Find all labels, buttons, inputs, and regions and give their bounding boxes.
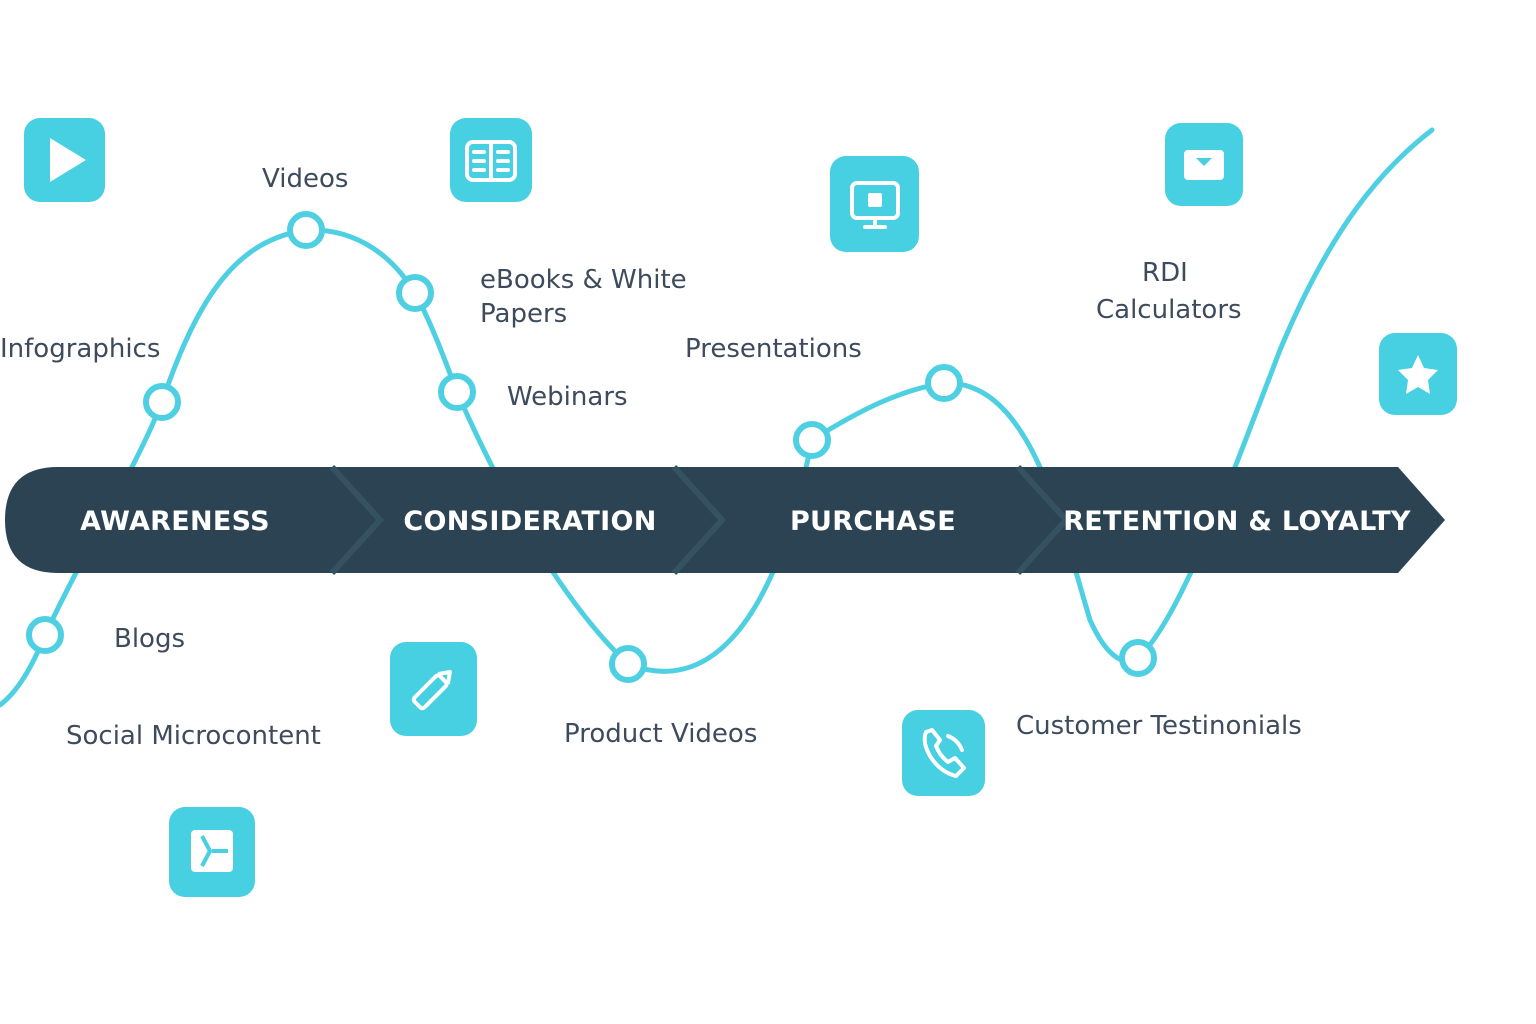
document-icon: [169, 807, 255, 897]
content-labels: Videos eBooks & White Papers Infographic…: [0, 164, 1302, 751]
stage-label-awareness: AWARENESS: [80, 506, 270, 537]
book-icon: [450, 118, 532, 202]
label-infographics: Infographics: [0, 334, 160, 364]
curve-marker: [143, 383, 181, 421]
curve-marker: [438, 373, 476, 411]
curve-marker: [609, 645, 647, 683]
label-social-microcontent: Social Microcontent: [66, 721, 321, 751]
curve-markers: [26, 211, 1157, 683]
label-customer-testimonials: Customer Testinonials: [1016, 711, 1302, 741]
banner-chevron-divider: [671, 464, 727, 576]
label-videos: Videos: [262, 164, 348, 194]
label-product-videos: Product Videos: [564, 719, 757, 749]
label-blogs: Blogs: [114, 624, 185, 654]
stage-label-retention-loyalty: RETENTION & LOYALTY: [1063, 506, 1411, 537]
label-presentations: Presentations: [685, 334, 862, 364]
journey-curve: [0, 127, 1435, 708]
curve-marker: [793, 421, 831, 459]
curve-marker: [396, 274, 434, 312]
play-icon: [24, 118, 105, 202]
label-rdi-calculators: RDI Calculators: [1096, 258, 1242, 325]
curve-marker: [287, 211, 325, 249]
icon-tiles: [24, 118, 1457, 897]
label-ebooks-white-papers: eBooks & White Papers: [480, 265, 695, 329]
monitor-icon: [830, 156, 919, 252]
banner-chevron-divider: [329, 464, 385, 576]
curve-marker: [1119, 639, 1157, 677]
pencil-icon: [390, 642, 477, 736]
banner-chevron-divider: [1015, 464, 1071, 576]
curve-marker: [925, 364, 963, 402]
phone-icon: [902, 710, 985, 796]
email-icon: [1165, 123, 1243, 206]
stage-banner: AWARENESS CONSIDERATION PURCHASE RETENTI…: [5, 464, 1445, 576]
stage-label-consideration: CONSIDERATION: [403, 506, 656, 537]
star-icon: [1379, 333, 1457, 415]
stage-label-purchase: PURCHASE: [790, 506, 956, 537]
label-webinars: Webinars: [507, 382, 628, 412]
curve-marker: [26, 616, 64, 654]
